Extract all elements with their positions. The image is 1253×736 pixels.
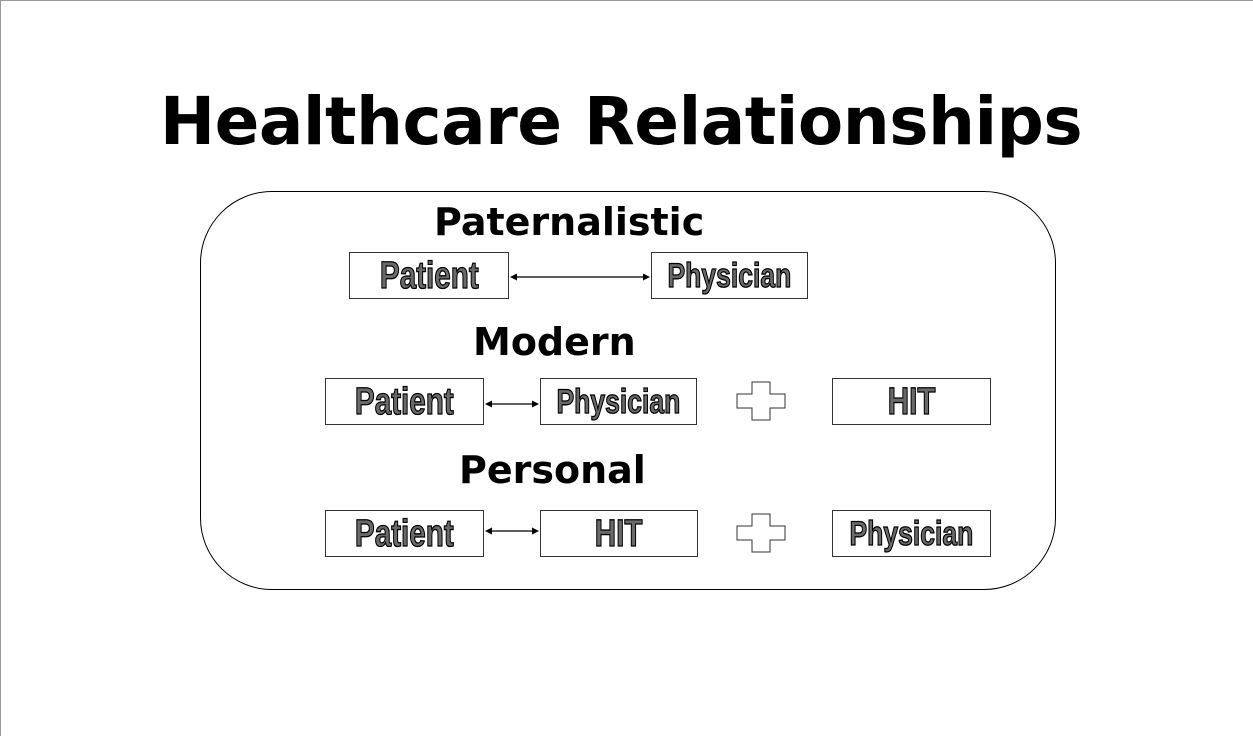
rounded-frame — [200, 191, 1056, 590]
heading-paternalistic: Paternalistic — [434, 200, 705, 244]
modern-patient-box: Patient — [325, 378, 484, 425]
personal-physician-label: Physician — [849, 514, 974, 553]
personal-patient-label: Patient — [355, 512, 455, 555]
double-arrow-icon — [485, 527, 539, 535]
modern-hit-box: HIT — [832, 378, 991, 425]
paternalistic-physician-box: Physician — [651, 252, 808, 299]
double-arrow-icon — [510, 273, 650, 281]
heading-modern: Modern — [473, 320, 636, 364]
personal-patient-box: Patient — [325, 510, 484, 557]
personal-physician-box: Physician — [832, 510, 991, 557]
plus-icon — [736, 381, 786, 421]
slide-title: Healthcare Relationships — [159, 83, 1083, 160]
paternalistic-patient-box: Patient — [349, 252, 509, 299]
modern-patient-label: Patient — [355, 380, 455, 423]
modern-physician-label: Physician — [556, 382, 681, 421]
personal-hit-box: HIT — [540, 510, 698, 557]
modern-physician-box: Physician — [540, 378, 697, 425]
double-arrow-icon — [485, 400, 539, 408]
paternalistic-patient-label: Patient — [379, 254, 479, 297]
modern-hit-label: HIT — [887, 380, 936, 423]
heading-personal: Personal — [459, 448, 646, 492]
personal-hit-label: HIT — [595, 512, 644, 555]
plus-icon — [736, 513, 786, 553]
paternalistic-physician-label: Physician — [667, 256, 792, 295]
